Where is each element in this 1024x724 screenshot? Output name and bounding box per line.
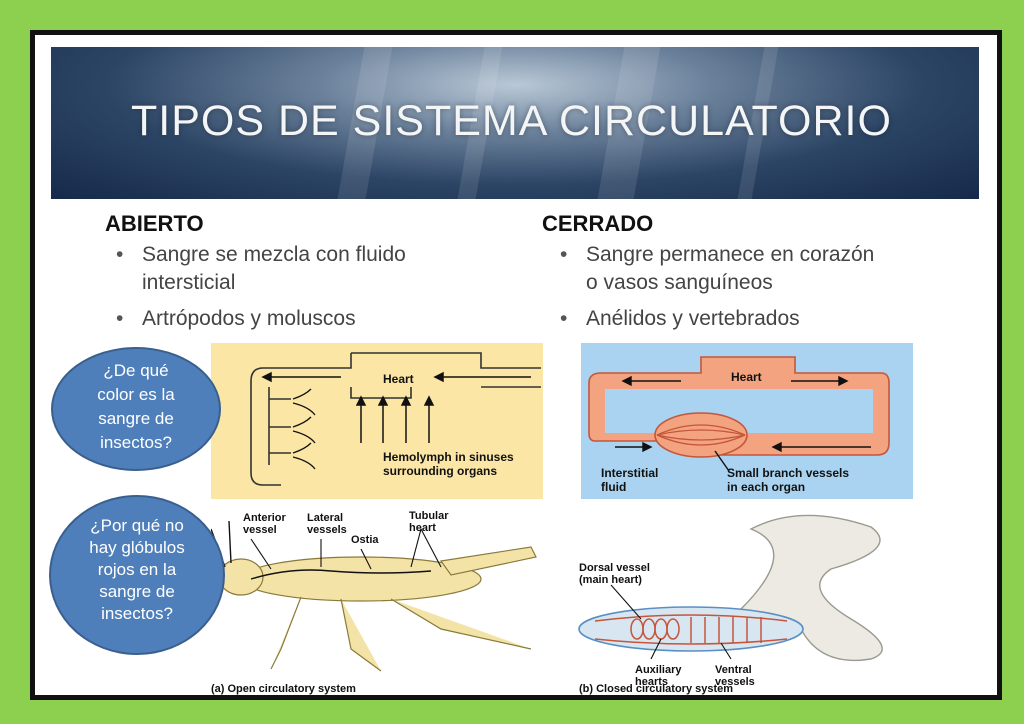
dorsal-label-2: (main heart): [579, 574, 642, 586]
auxiliary-label-1: Auxiliary: [635, 664, 682, 676]
ventral-label-1: Ventral: [715, 664, 752, 676]
slide-frame: TIPOS DE SISTEMA CIRCULATORIO ABIERTO •S…: [30, 30, 1002, 700]
lateral-label-1: Lateral: [307, 512, 343, 524]
anterior-label-1: Anterior: [243, 512, 287, 524]
auxiliary-label-2: hearts: [635, 676, 668, 688]
interstitial-label-1: Interstitial: [601, 466, 658, 480]
hemolymph-label-2: surrounding organs: [383, 464, 497, 478]
lateral-label-2: vessels: [307, 524, 347, 536]
bullet-abierto-1-cont: intersticial: [142, 271, 236, 294]
worm-illustration: Dorsal vessel (main heart) Auxiliary hea…: [578, 514, 883, 688]
heading-abierto: ABIERTO: [105, 211, 204, 236]
small-vessels-label-1: Small branch vessels: [727, 466, 849, 480]
ventral-label-2: vessels: [715, 676, 755, 688]
bullet-abierto-1: •Sangre se mezcla con fluido: [116, 243, 406, 266]
bullet-cerrado-2: •Anélidos y vertebrados: [560, 307, 800, 330]
open-system-diagram: Heart Hemolymph in sinuses surrounding o…: [211, 343, 543, 499]
slide: TIPOS DE SISTEMA CIRCULATORIO ABIERTO •S…: [49, 47, 979, 695]
tubular-label-1: Tubular: [409, 510, 449, 522]
closed-caption: (b) Closed circulatory system: [579, 683, 734, 695]
bullet-cerrado-1-cont: o vasos sanguíneos: [586, 271, 773, 294]
title-band: TIPOS DE SISTEMA CIRCULATORIO: [51, 47, 979, 199]
open-heart-label: Heart: [383, 372, 414, 386]
small-vessels-label-2: in each organ: [727, 480, 805, 494]
slide-title: TIPOS DE SISTEMA CIRCULATORIO: [131, 97, 892, 145]
ostia-label: Ostia: [351, 534, 379, 546]
heading-cerrado: CERRADO: [542, 211, 654, 236]
closed-heart-label: Heart: [731, 370, 762, 384]
hemolymph-label-1: Hemolymph in sinuses: [383, 450, 514, 464]
bullet-cerrado-1: •Sangre permanece en corazón: [560, 243, 875, 266]
closed-system-diagram: Heart Interstitial fluid Small branch ve…: [581, 343, 913, 499]
interstitial-label-2: fluid: [601, 480, 626, 494]
dorsal-label-1: Dorsal vessel: [579, 562, 650, 574]
tubular-label-2: heart: [409, 522, 436, 534]
open-caption: (a) Open circulatory system: [211, 683, 356, 695]
anterior-label-2: vessel: [243, 524, 277, 536]
question-bubble-1: ¿De qué color es la sangre de insectos?: [51, 347, 221, 471]
question-bubble-2: ¿Por qué no hay glóbulos rojos en la san…: [49, 495, 225, 655]
insect-illustration: Anterior vessel Lateral vessels Ostia Tu…: [211, 510, 537, 672]
open-panel-bg: [211, 343, 543, 499]
bullet-abierto-2: •Artrópodos y moluscos: [116, 307, 356, 330]
